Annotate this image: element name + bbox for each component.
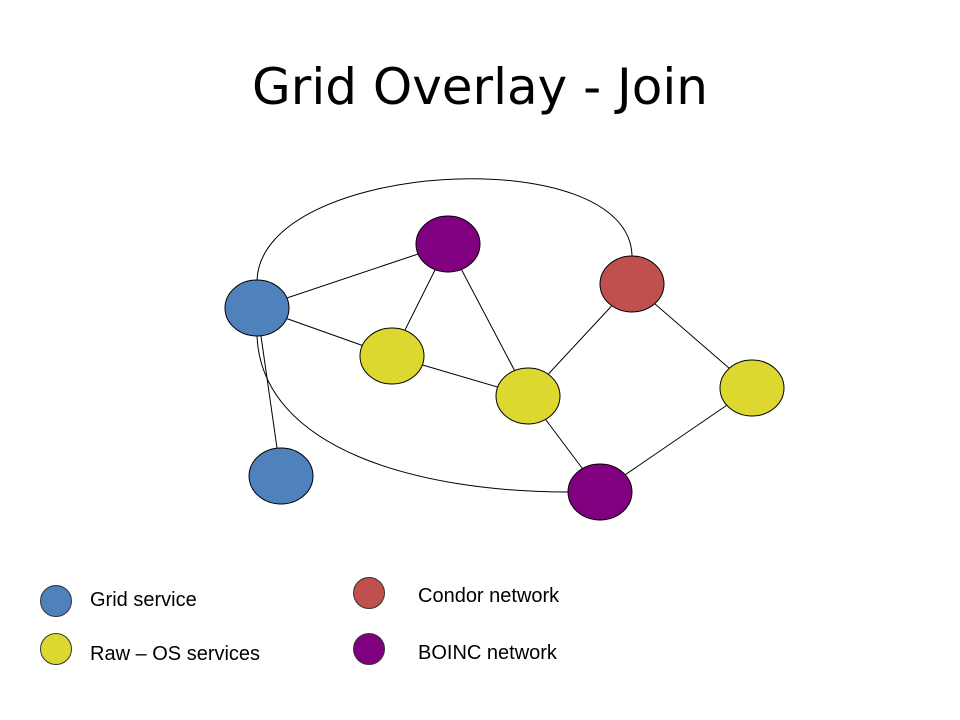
node-grid-b: [248, 447, 314, 505]
edge-layer: [256, 178, 753, 493]
edge-grid-a-boinc-bottom: [256, 335, 569, 493]
legend-swatch-boinc: [353, 633, 385, 665]
node-boinc-top: [415, 215, 481, 273]
node-boinc-bottom: [567, 463, 633, 521]
node-condor-1: [599, 255, 665, 313]
legend-swatch-grid: [40, 585, 72, 617]
legend-swatch-raw: [40, 633, 72, 665]
legend-label-boinc: BOINC network: [418, 642, 557, 664]
legend-swatch-condor: [353, 577, 385, 609]
legend-label-condor: Condor network: [418, 585, 560, 607]
node-raw-center: [495, 367, 561, 425]
node-raw-right: [719, 359, 785, 417]
node-raw-left: [359, 327, 425, 385]
legend-label-grid: Grid service: [90, 589, 197, 611]
node-layer: [224, 215, 785, 521]
node-grid-a: [224, 279, 290, 337]
slide-title: Grid Overlay - Join: [252, 58, 708, 116]
legend-label-raw: Raw – OS services: [90, 643, 261, 665]
edge-grid-a-boinc-top: [256, 243, 449, 309]
